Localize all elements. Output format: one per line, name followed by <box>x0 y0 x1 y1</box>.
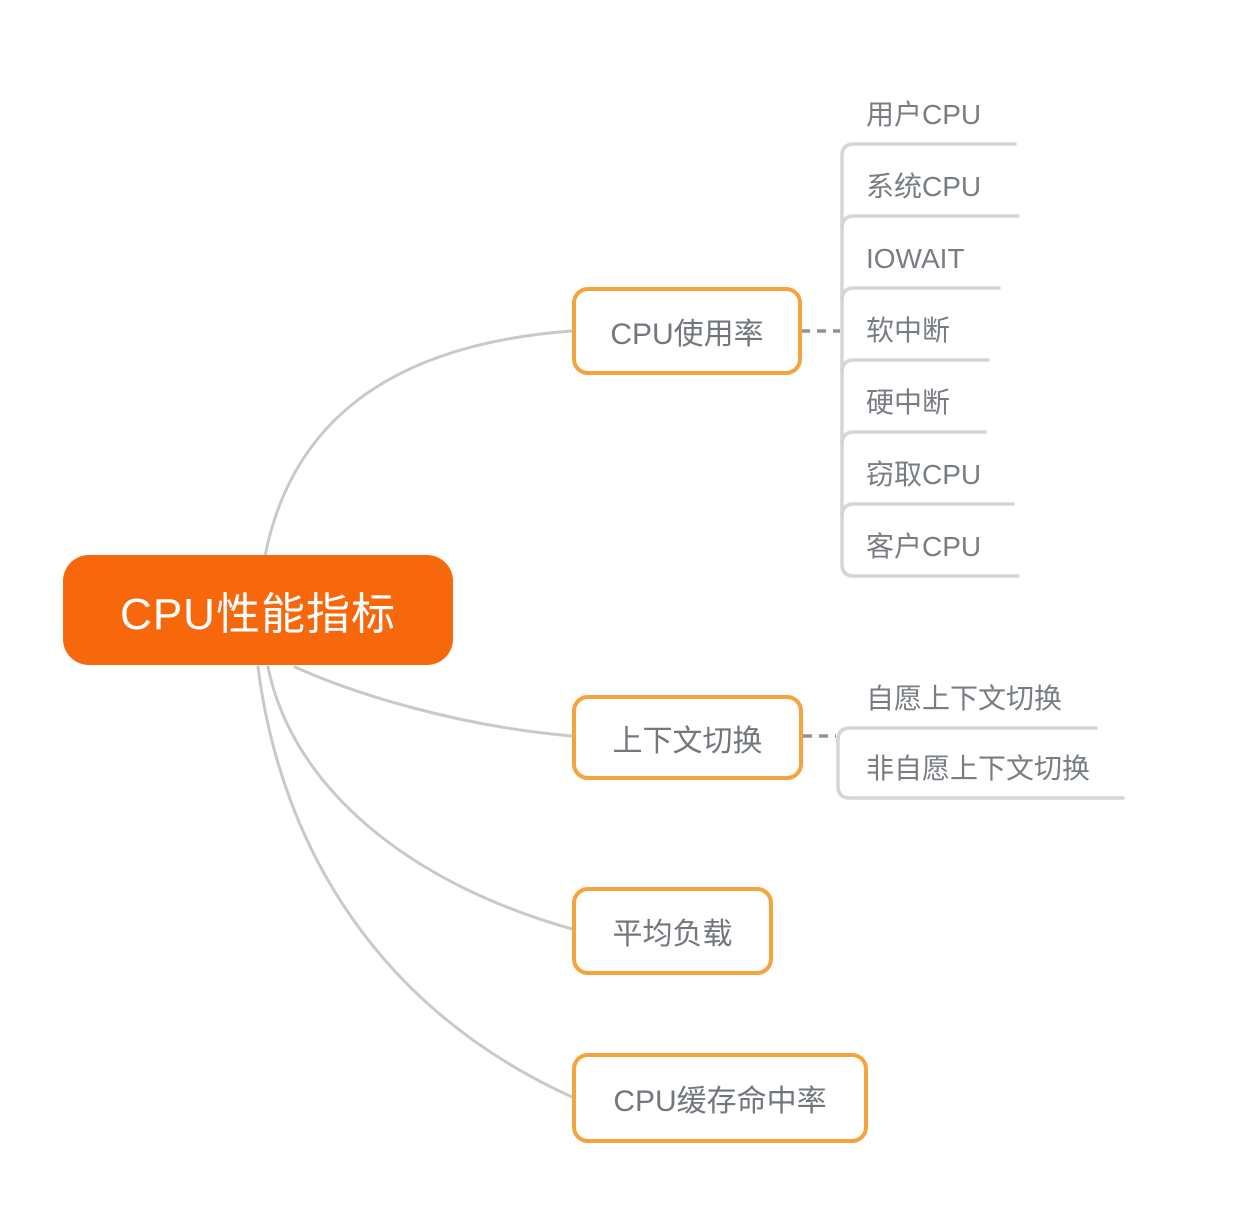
child-bracket-context-switch <box>836 726 1125 800</box>
leaf-node-iowait[interactable]: IOWAIT <box>866 243 965 274</box>
branch-node-cpu-usage[interactable]: CPU使用率 <box>572 287 802 375</box>
leaf-node-hard-irq[interactable]: 硬中断 <box>866 387 951 418</box>
leaf-node-user-cpu[interactable]: 用户CPU <box>866 99 982 130</box>
leaf-node-voluntary-context-switch[interactable]: 自愿上下文切换 <box>866 683 1063 714</box>
underline-iowait <box>840 286 1001 302</box>
underline-soft-irq <box>840 358 990 374</box>
link-root-to-cpu-usage <box>263 329 574 558</box>
child-bracket-cpu-usage <box>840 142 1020 578</box>
leaf-node-system-cpu[interactable]: 系统CPU <box>866 171 982 202</box>
underline-steal-cpu <box>840 502 1015 518</box>
leaf-node-soft-irq[interactable]: 软中断 <box>866 315 951 346</box>
branch-node-context-switch[interactable]: 上下文切换 <box>572 695 803 780</box>
leaf-node-steal-cpu[interactable]: 窃取CPU <box>866 459 982 490</box>
link-root-to-cache-hit <box>256 665 574 1099</box>
leaf-node-guest-cpu[interactable]: 客户CPU <box>866 531 982 562</box>
root-node[interactable]: CPU性能指标 <box>63 555 453 665</box>
branch-node-load-average[interactable]: 平均负载 <box>572 887 773 975</box>
link-root-to-context-switch <box>293 665 574 738</box>
underline-hard-irq <box>840 430 987 446</box>
link-root-to-load-average <box>266 665 574 931</box>
leaf-node-involuntary-context-switch[interactable]: 非自愿上下文切换 <box>866 753 1091 784</box>
branch-node-cache-hit-rate[interactable]: CPU缓存命中率 <box>572 1053 868 1143</box>
underline-system-cpu <box>840 214 1020 230</box>
